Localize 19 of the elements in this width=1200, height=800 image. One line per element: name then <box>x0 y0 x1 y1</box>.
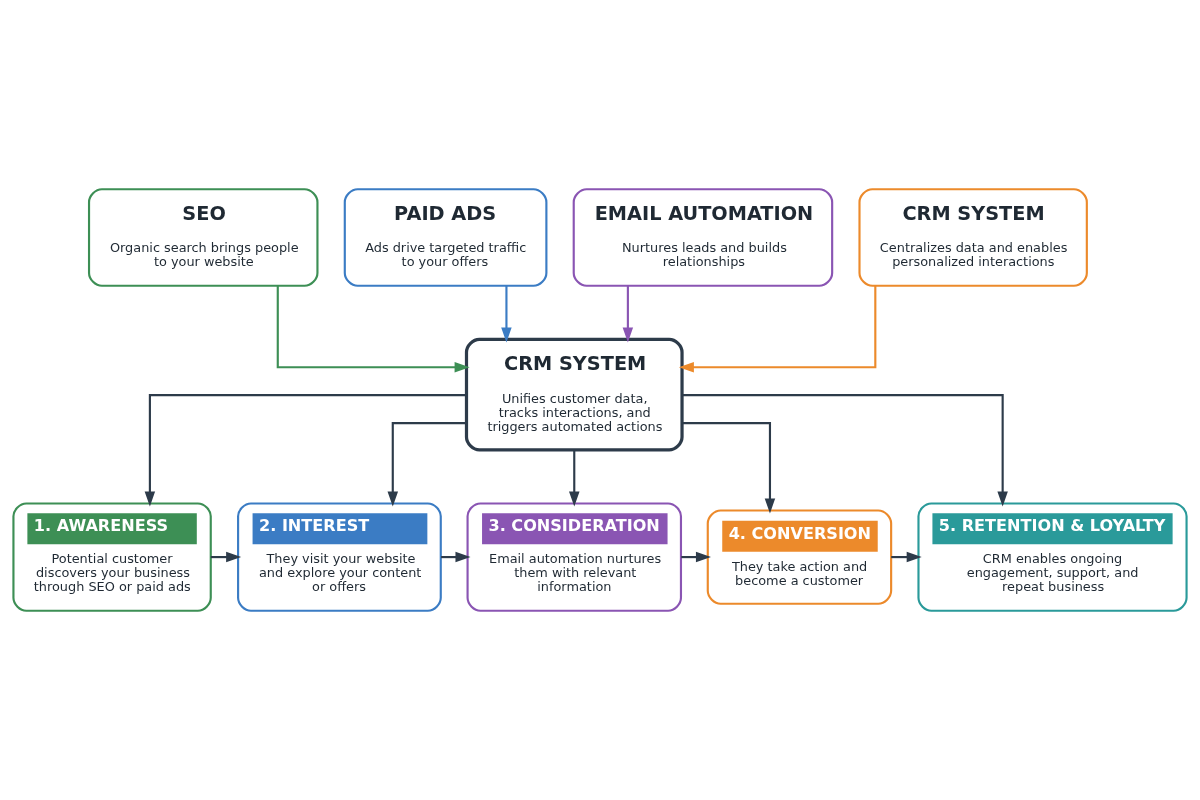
node-box: EMAIL AUTOMATION Nurtures leads and builds relationships <box>572 188 834 287</box>
node-box: 5. RETENTION & LOYALTY CRM enables ongoing engagement, support, and repeat business <box>917 502 1188 612</box>
arrow <box>276 285 470 373</box>
node-box: PAID ADS Ads drive targeted traffic to your offers <box>343 188 548 287</box>
node-box: SEO Organic search brings people to your website <box>87 188 319 287</box>
node-box: 1. AWARENESS Potential customer discovers your business through SEO or paid ads <box>12 502 212 612</box>
node-box: 2. INTEREST They visit your website and explore your content or offers <box>237 502 442 612</box>
arrow <box>387 422 467 507</box>
arrow <box>678 285 877 373</box>
arrow <box>569 450 580 507</box>
node-box: CRM SYSTEM Centralizes data and enables personalized interactions <box>858 188 1088 287</box>
arrow <box>144 394 467 507</box>
arrow <box>682 394 1008 507</box>
arrow <box>501 285 512 343</box>
node-box: 4. CONVERSION They take action and become a customer <box>706 509 893 605</box>
arrow <box>682 422 776 514</box>
node-box: 3. CONSIDERATION Email automation nurtures them with relevant information <box>466 502 683 612</box>
node-box: CRM SYSTEM Unifies customer data, tracks interactions, and triggers automated actions <box>464 337 684 452</box>
arrow <box>622 285 634 343</box>
